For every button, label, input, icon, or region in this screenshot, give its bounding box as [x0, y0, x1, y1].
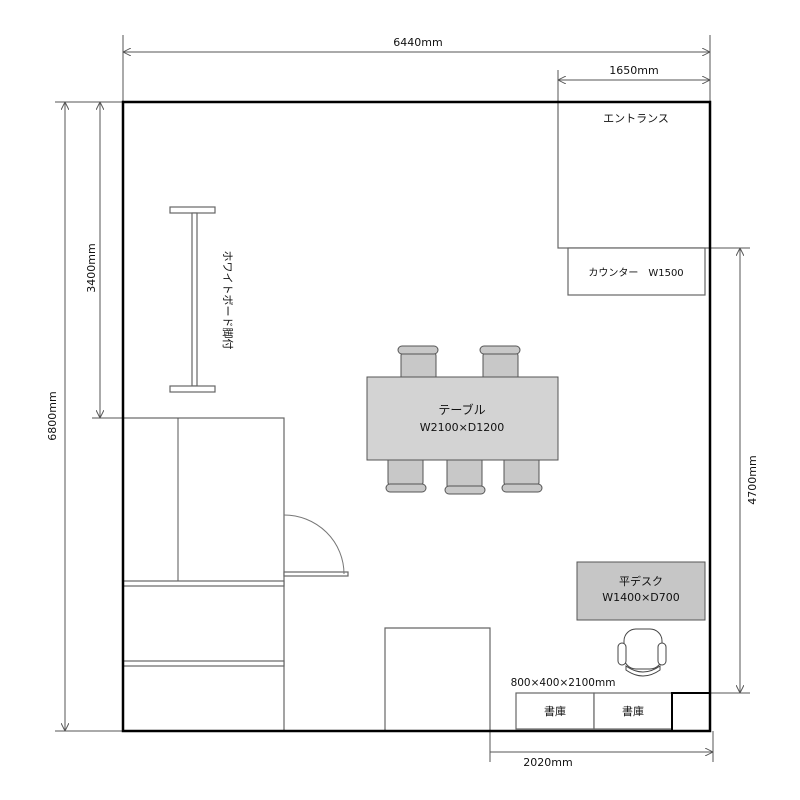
dimension-total-width: 6440mm — [122, 35, 711, 102]
desk-size: W1400×D700 — [602, 591, 680, 604]
bookshelf-2 — [593, 692, 673, 730]
left-storage — [122, 417, 285, 732]
desk-name: 平デスク — [619, 574, 663, 588]
door — [283, 514, 349, 577]
room-walls — [121, 100, 712, 733]
entrance-label: エントランス — [603, 112, 669, 125]
office-chair — [617, 628, 667, 677]
bookshelf-1 — [515, 692, 595, 730]
total-width-label: 6440mm — [393, 36, 442, 49]
corner-column — [671, 692, 711, 732]
dimension-wall-to-storage: 3400mm — [85, 102, 123, 419]
whiteboard — [169, 206, 216, 393]
table-name: テーブル — [438, 402, 485, 417]
dimension-counter-to-shelf: 4700mm — [705, 247, 759, 694]
counter-label: カウンター W1500 — [588, 267, 683, 279]
cabinet-box — [384, 627, 491, 731]
entrance-width-label: 1650mm — [609, 64, 658, 77]
shelf-run-label: 2020mm — [523, 756, 572, 769]
dimension-shelf-run: 2020mm — [489, 731, 714, 769]
wall-to-storage-label: 3400mm — [85, 243, 98, 292]
chair — [479, 345, 521, 384]
flat-desk — [576, 561, 706, 621]
shelf-spec: 800×400×2100mm — [511, 677, 616, 689]
dimension-total-depth: 6800mm — [46, 101, 123, 732]
whiteboard-label: ホワイトボード脚付 — [221, 251, 235, 350]
counter — [567, 247, 706, 296]
chair — [501, 454, 543, 493]
bookshelf-1-label: 書庫 — [544, 704, 566, 718]
table-chairs — [385, 345, 543, 495]
counter-to-shelf-label: 4700mm — [746, 455, 759, 504]
meeting-table — [366, 376, 559, 461]
chair — [385, 454, 427, 493]
total-depth-label: 6800mm — [46, 391, 59, 440]
dimension-entrance-width: 1650mm — [557, 64, 710, 102]
chair — [444, 454, 486, 495]
bookshelf-2-label: 書庫 — [622, 704, 644, 718]
table-size: W2100×D1200 — [420, 421, 505, 434]
